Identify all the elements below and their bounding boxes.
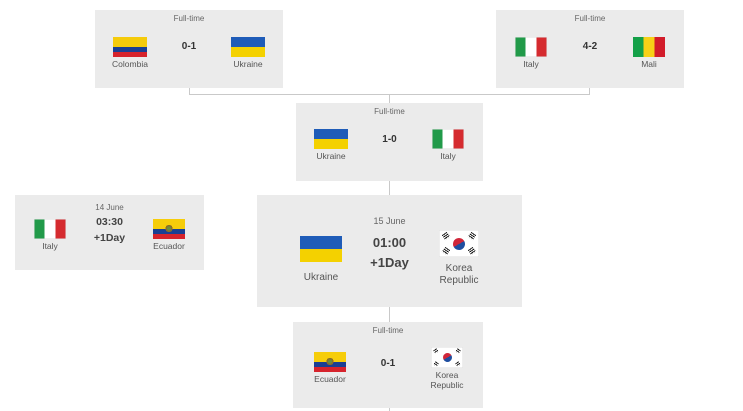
bracket-connector — [389, 408, 390, 411]
match-status: Full-time — [374, 107, 405, 116]
away-team[interactable]: Korea Republic — [414, 347, 480, 391]
italy-flag-icon — [432, 129, 464, 149]
team-name: Ecuador — [314, 374, 346, 384]
match-score: 0-1 — [181, 41, 197, 52]
day-offset: +1Day — [370, 255, 409, 270]
bracket-connector — [189, 88, 190, 94]
team-name-line1: Korea — [435, 370, 459, 380]
match-card-italy-mali[interactable]: Full-time Italy 4-2 Mali — [496, 10, 684, 88]
bracket-connector — [389, 181, 390, 195]
match-card-ukraine-italy[interactable]: Full-time Ukraine 1-0 Italy — [296, 103, 483, 181]
match-status: Full-time — [173, 14, 205, 23]
ukraine-flag-icon — [300, 236, 342, 262]
mali-flag-icon — [633, 37, 665, 57]
team-name: Ukraine — [233, 59, 263, 69]
team-name: Italy — [42, 241, 58, 251]
match-score: 1-0 — [382, 134, 397, 145]
kickoff-time: 01:00 — [372, 235, 407, 250]
away-team[interactable]: Ecuador — [136, 219, 202, 252]
bracket-connector — [589, 88, 590, 94]
match-card-italy-ecuador[interactable]: 14 June 03:30 +1Day Italy Ecuador — [15, 195, 204, 270]
ecuador-flag-icon — [314, 352, 346, 372]
match-status: Full-time — [574, 14, 606, 23]
team-name: Mali — [641, 59, 657, 69]
italy-flag-icon — [34, 219, 66, 239]
team-name: Colombia — [112, 59, 148, 69]
match-date: 15 June — [373, 216, 406, 226]
team-name: Ecuador — [153, 241, 185, 251]
home-team[interactable]: Colombia — [97, 37, 163, 70]
bracket-connector — [389, 307, 390, 322]
match-card-ukraine-korea[interactable]: 15 June 01:00 +1Day Ukraine Korea Republ… — [257, 195, 522, 307]
bracket-connector — [389, 94, 390, 103]
team-name: Italy — [523, 59, 539, 69]
ecuador-flag-icon — [153, 219, 185, 239]
team-name-line2: Republic — [439, 274, 479, 286]
home-team[interactable]: Ecuador — [297, 352, 363, 385]
match-card-colombia-ukraine[interactable]: Full-time Colombia 0-1 Ukraine — [95, 10, 283, 88]
colombia-flag-icon — [113, 37, 147, 57]
ukraine-flag-icon — [231, 37, 265, 57]
match-status: Full-time — [372, 326, 404, 335]
day-offset: +1Day — [93, 232, 126, 244]
match-score: 0-1 — [380, 358, 396, 369]
korea-republic-flag-icon — [431, 347, 463, 368]
ukraine-flag-icon — [314, 129, 348, 149]
home-team[interactable]: Ukraine — [279, 236, 363, 284]
home-team[interactable]: Italy — [17, 219, 83, 252]
korea-republic-flag-icon — [439, 230, 479, 257]
team-name: Ukraine — [316, 151, 346, 161]
italy-flag-icon — [515, 37, 547, 57]
away-team[interactable]: Ukraine — [215, 37, 281, 70]
away-team[interactable]: Italy — [415, 129, 481, 162]
team-name-line1: Korea — [445, 263, 473, 274]
home-team[interactable]: Ukraine — [298, 129, 364, 162]
team-name: Italy — [440, 151, 456, 161]
match-score: 4-2 — [582, 41, 598, 52]
team-name-line2: Republic — [430, 379, 464, 390]
match-card-ecuador-korea[interactable]: Full-time Ecuador 0-1 Korea Republic — [293, 322, 483, 408]
away-team[interactable]: Korea Republic — [417, 230, 501, 286]
away-team[interactable]: Mali — [616, 37, 682, 70]
match-date: 14 June — [95, 203, 124, 212]
team-name: Ukraine — [303, 272, 339, 283]
home-team[interactable]: Italy — [498, 37, 564, 70]
kickoff-time: 03:30 — [96, 216, 123, 228]
